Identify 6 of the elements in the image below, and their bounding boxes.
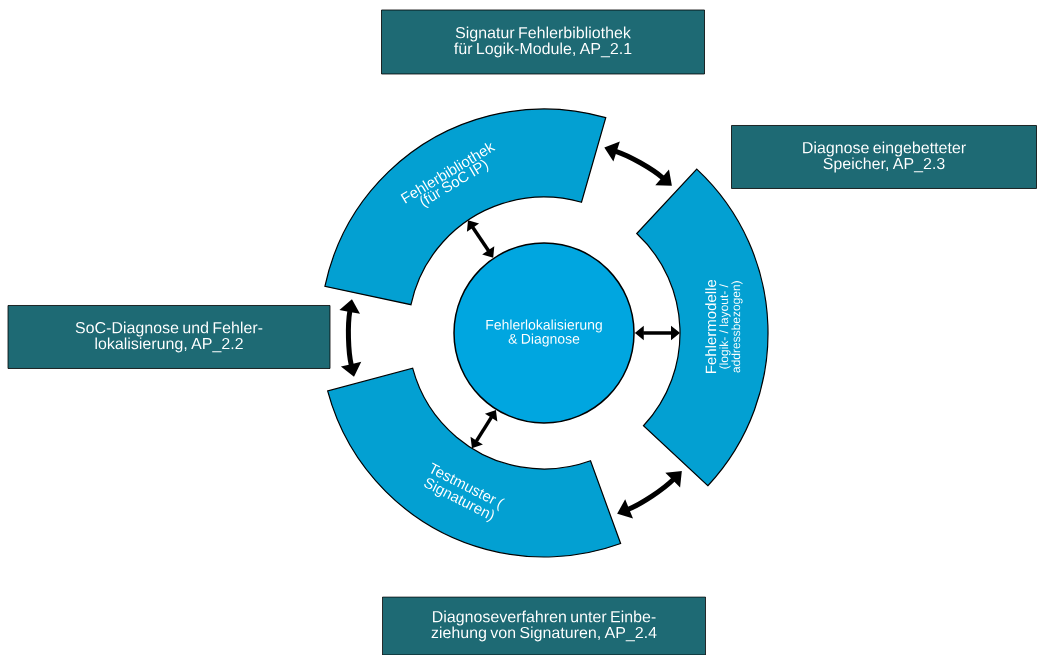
label-box: SoC-Diagnose und Fehler- lokalisierung, AP_2.2: [7, 305, 331, 369]
ring-segment: Fehlermodelle (logik- / layout- / addressbezogen): [636, 168, 769, 487]
double-arrow: [466, 220, 495, 258]
label-box: Diagnose eingebetteter Speicher, AP_2.3: [731, 125, 1037, 189]
label-box: Signatur Fehlerbibliothek für Logik-Module, AP_2.1: [381, 9, 705, 75]
label-box: Diagnoseverfahren unter Einbe- ziehung von Signaturen, AP_2.4: [382, 596, 706, 655]
